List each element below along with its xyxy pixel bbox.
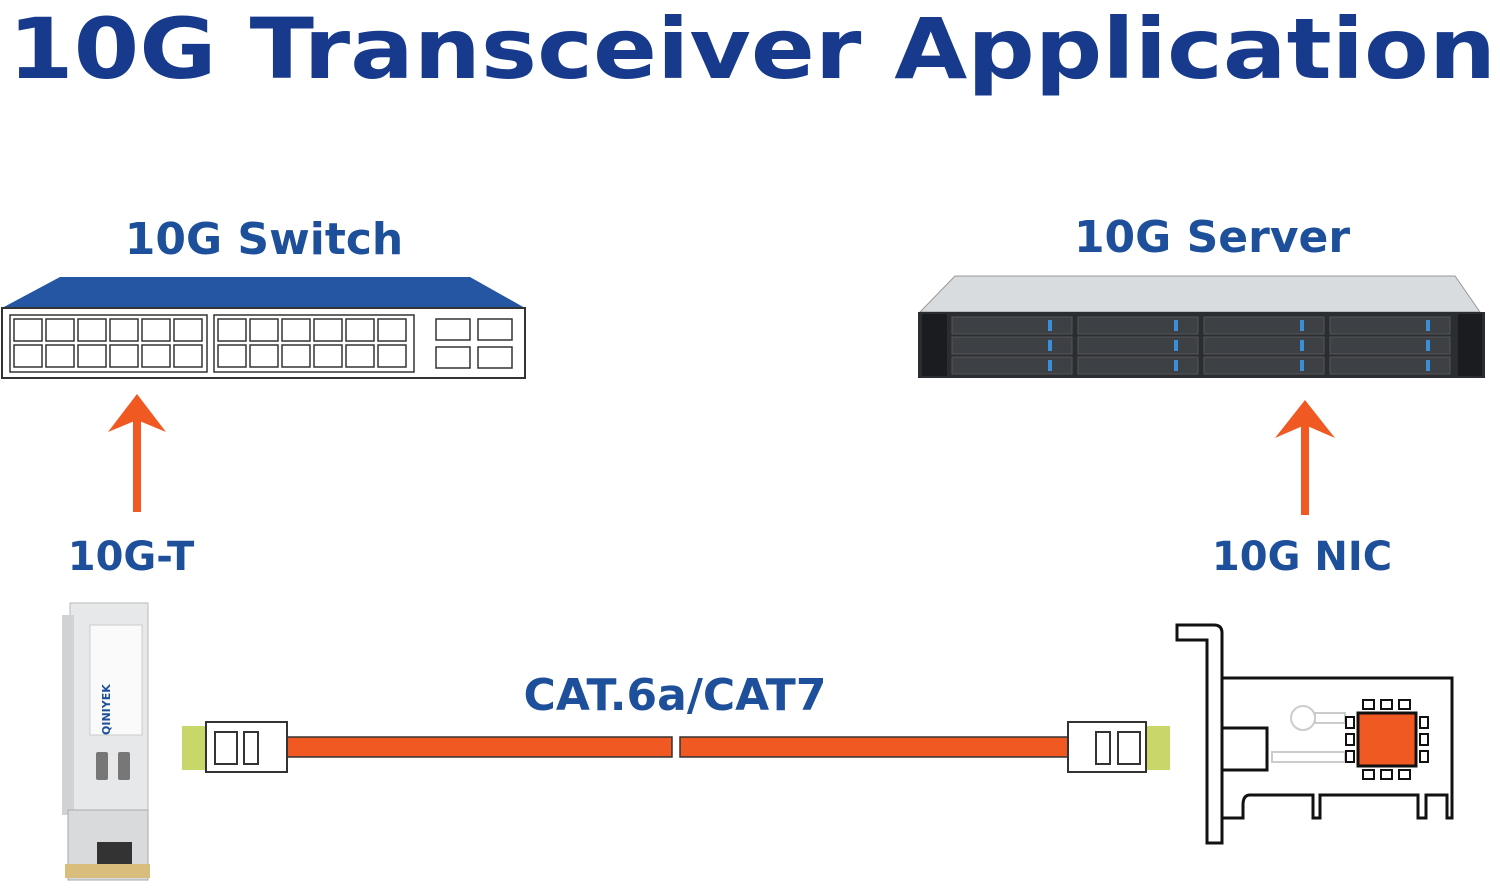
drive-bay (1077, 356, 1199, 375)
switch-port (141, 318, 171, 342)
rack-server-icon (918, 275, 1485, 378)
switch-port (45, 318, 75, 342)
drive-bay (1077, 316, 1199, 335)
switch-label: 10G Switch (125, 214, 404, 265)
drive-led (1048, 320, 1052, 331)
sfp-port (435, 346, 471, 369)
switch-port (13, 344, 43, 368)
drive-bay (1203, 356, 1325, 375)
rj45-connector-left (182, 721, 288, 773)
switch-port (217, 344, 247, 368)
chip-pin (1380, 769, 1393, 780)
switch-port (345, 344, 375, 368)
sfp-port (477, 346, 513, 369)
drive-led (1426, 340, 1430, 351)
rj45-connector-right (1067, 721, 1170, 773)
module-label: 10G-T (68, 534, 195, 580)
chip-pin (1345, 750, 1355, 763)
chip-pin (1398, 769, 1411, 780)
sfp-port (477, 318, 513, 341)
chip-pin (1345, 716, 1355, 729)
drive-led (1174, 340, 1178, 351)
drive-led (1048, 360, 1052, 371)
drive-bay (1329, 336, 1451, 355)
drive-bay (951, 356, 1073, 375)
switch-port (77, 318, 107, 342)
sfp-module-icon: QINIYEK (62, 602, 150, 881)
switch-port (173, 344, 203, 368)
switch-port (45, 344, 75, 368)
sfp-port (435, 318, 471, 341)
drive-bay (1077, 336, 1199, 355)
switch-port (377, 318, 407, 342)
drive-led (1300, 340, 1304, 351)
chip-pin (1419, 716, 1429, 729)
ethernet-cable-icon (182, 721, 1170, 773)
server-label: 10G Server (1074, 212, 1350, 263)
switch-port (77, 344, 107, 368)
drive-led (1426, 360, 1430, 371)
switch-port (281, 344, 311, 368)
drive-led (1048, 340, 1052, 351)
chip-pin (1362, 699, 1375, 710)
switch-port (141, 344, 171, 368)
switch-port (377, 344, 407, 368)
switch-port (217, 318, 247, 342)
chip-pin (1419, 733, 1429, 746)
drive-led (1174, 360, 1178, 371)
chip-pin (1398, 699, 1411, 710)
arrow-up-icon (108, 394, 166, 512)
drive-led (1174, 320, 1178, 331)
switch-port (281, 318, 311, 342)
switch-port (249, 318, 279, 342)
drive-bay (1329, 316, 1451, 335)
chip-pin (1345, 733, 1355, 746)
switch-port (345, 318, 375, 342)
drive-bay (1329, 356, 1451, 375)
drive-bay (1203, 336, 1325, 355)
switch-port (109, 318, 139, 342)
cable-label: CAT.6a/CAT7 (524, 670, 827, 721)
drive-led (1300, 360, 1304, 371)
switch-port (249, 344, 279, 368)
chip-pin (1419, 750, 1429, 763)
nic-label: 10G NIC (1212, 534, 1392, 580)
drive-bay (951, 336, 1073, 355)
drive-led (1426, 320, 1430, 331)
arrow-up-icon (1275, 400, 1335, 515)
network-switch-icon (1, 277, 526, 379)
switch-port (109, 344, 139, 368)
diagram-title: 10G Transceiver Application (8, 0, 1496, 98)
drive-bay (951, 316, 1073, 335)
switch-port (313, 318, 343, 342)
drive-bay (1203, 316, 1325, 335)
switch-port (13, 318, 43, 342)
chip-pin (1380, 699, 1393, 710)
module-logo: QINIYEK (100, 684, 113, 735)
chip-pin (1362, 769, 1375, 780)
switch-port (173, 318, 203, 342)
drive-led (1300, 320, 1304, 331)
switch-port (313, 344, 343, 368)
network-card-icon (1175, 623, 1454, 845)
